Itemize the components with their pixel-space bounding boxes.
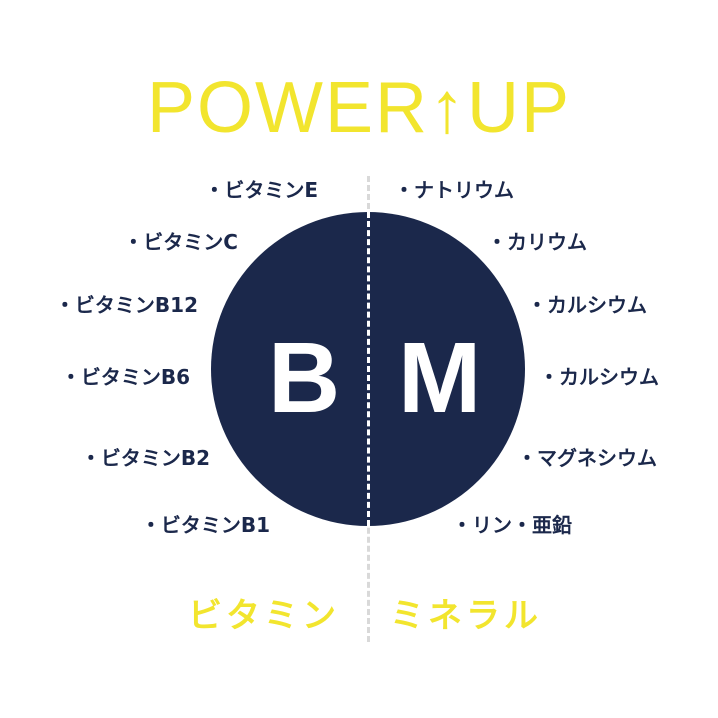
mineral-item: ・ナトリウム xyxy=(394,178,514,202)
up-arrow-icon: ↑ xyxy=(428,68,467,148)
letter-m: M xyxy=(398,322,482,434)
vitamin-item: ・ビタミンE xyxy=(204,178,318,202)
mineral-item: ・カルシウム xyxy=(527,293,647,317)
mineral-item: ・リン・亜鉛 xyxy=(452,513,572,537)
mineral-item: ・カルシウム xyxy=(539,365,659,389)
title-power: POWER xyxy=(146,68,429,148)
letter-b: B xyxy=(268,322,341,434)
mineral-item: ・マグネシウム xyxy=(517,446,657,470)
category-vitamin: ビタミン xyxy=(188,596,340,636)
power-up-title: POWER↑UP xyxy=(0,68,718,148)
vitamin-item: ・ビタミンB1 xyxy=(140,513,270,537)
vitamin-item: ・ビタミンB12 xyxy=(54,293,198,317)
vitamin-item: ・ビタミンB2 xyxy=(80,446,210,470)
mineral-item: ・カリウム xyxy=(487,230,587,254)
title-up: UP xyxy=(466,68,572,148)
vitamin-item: ・ビタミンC xyxy=(123,230,238,254)
vitamin-item: ・ビタミンB6 xyxy=(60,365,190,389)
circle-divider xyxy=(367,212,370,526)
category-mineral: ミネラル xyxy=(390,596,542,636)
